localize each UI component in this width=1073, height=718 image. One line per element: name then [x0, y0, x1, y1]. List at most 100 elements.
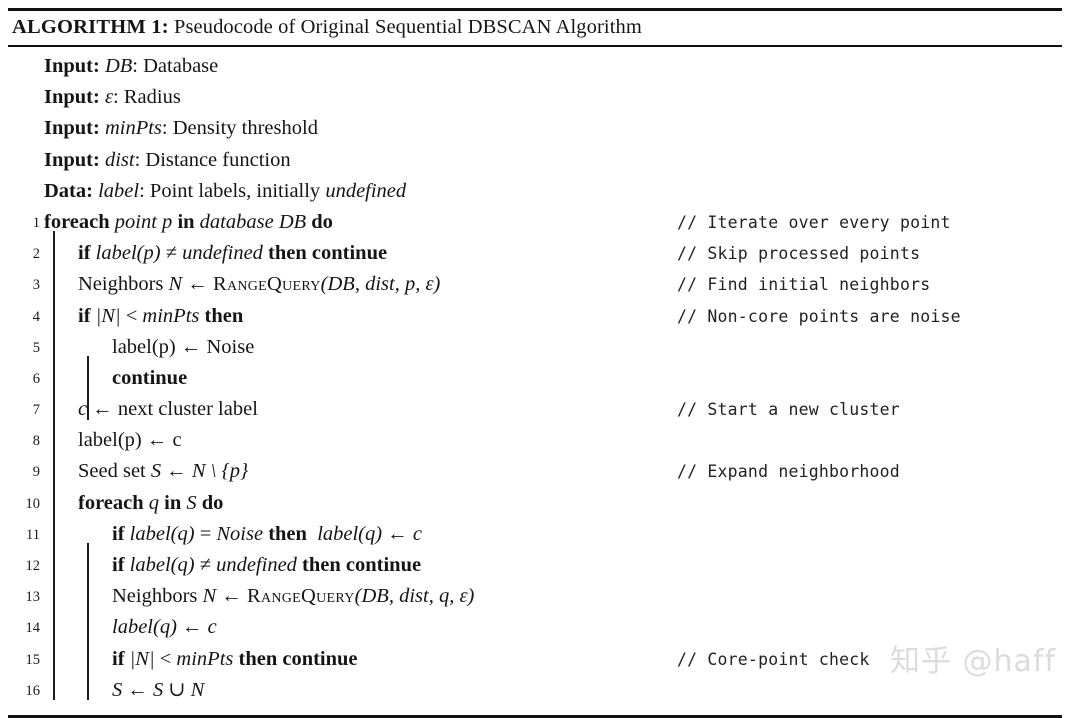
algorithm-caption: ALGORITHM 1: Pseudocode of Original Sequ…: [8, 11, 1062, 45]
code-line-6: 6 continue: [8, 363, 1062, 394]
val-noise: Noise: [206, 335, 255, 358]
expr-label-p: label(p): [78, 429, 142, 452]
code-line-4: 4 if |N| < minPts then // Non-core point…: [8, 301, 1062, 332]
preamble-var: ε: [104, 86, 114, 109]
line-number: 11: [26, 526, 40, 543]
expr-label-p: label(p): [112, 335, 176, 358]
line-number: 6: [32, 370, 40, 387]
code-line-5-text: label(p) ← Noise: [112, 332, 254, 363]
code-line-9-text: Seed set S ← N \ {p}: [78, 456, 248, 487]
line-number: 1: [32, 214, 40, 231]
var-N: N: [202, 585, 217, 608]
code-line-11: 11 if label(q) = Noise then label(q) ← c: [8, 519, 1062, 550]
code-line-5: 5 label(p) ← Noise: [8, 332, 1062, 363]
line-number: 15: [25, 651, 41, 668]
preamble-text-data-label: Data: label: Point labels, initially und…: [44, 176, 406, 207]
algorithm-caption-text: Pseudocode of Original Sequential DBSCAN…: [168, 16, 642, 38]
val-undefined: undefined: [182, 242, 263, 265]
kw-continue: continue: [112, 366, 188, 389]
preamble-desc: Density threshold: [172, 117, 318, 140]
preamble-keyword: Input:: [44, 86, 100, 109]
code-comment-15: // Core-point check: [677, 649, 870, 669]
algorithm-caption-label: ALGORITHM 1:: [12, 16, 169, 38]
indent-guide-level-2-if: [87, 356, 89, 420]
expr-S-union-N: S ∪ N: [153, 678, 205, 701]
preamble-desc: Point labels, initially: [149, 179, 326, 202]
line-number: 9: [32, 464, 40, 481]
code-line-13-text: Neighbors N ← RangeQuery(DB, dist, q, ε): [112, 581, 474, 612]
code-line-8: 8 label(p) ← c: [8, 425, 1062, 456]
preamble-line-data-label: Data: label: Point labels, initially und…: [8, 176, 1062, 207]
code-line-16-text: S ← S ∪ N: [112, 675, 204, 706]
line-number: 2: [32, 246, 40, 263]
expr-label-p: label(p): [95, 242, 161, 265]
preamble-text-input-minpts: Input: minPts: Density threshold: [44, 113, 318, 144]
text-neighbors: Neighbors: [112, 585, 203, 608]
val-c: c: [207, 616, 217, 639]
line-number: 16: [25, 682, 41, 699]
kw-foreach: foreach: [44, 210, 110, 233]
algorithm-float: ALGORITHM 1: Pseudocode of Original Sequ…: [8, 8, 1062, 718]
bottom-rule: [8, 714, 1062, 718]
code-line-12-text: if label(q) ≠ undefined then continue: [112, 550, 421, 581]
caption-rule: [8, 45, 1062, 47]
op-assign: ←: [221, 585, 242, 608]
text-neighbors: Neighbors: [78, 273, 169, 296]
var-S: S: [150, 460, 162, 483]
preamble-desc: Radius: [123, 86, 181, 109]
preamble-var: dist: [104, 148, 135, 171]
op-neq: ≠: [199, 554, 211, 576]
preamble-line-input-db: Input: DB: Database: [8, 51, 1062, 82]
preamble-text-input-db: Input: DB: Database: [44, 51, 218, 82]
indent-guide-level-1: [53, 231, 55, 700]
preamble-text-input-eps: Input: ε: Radius: [44, 82, 181, 113]
kw-then-continue: then continue: [238, 647, 358, 670]
op-assign: ←: [127, 678, 148, 701]
top-rule: [8, 8, 1062, 11]
preamble-keyword: Data:: [44, 179, 93, 202]
preamble-sep: :: [132, 55, 144, 77]
code-line-7-text: c ← next cluster label: [78, 394, 258, 425]
code-line-10-text: foreach q in S do: [78, 488, 223, 519]
var-c: c: [78, 398, 88, 421]
kw-then: then: [204, 304, 244, 327]
preamble-line-input-eps: Input: ε: Radius: [8, 82, 1062, 113]
code-line-16: 16 S ← S ∪ N: [8, 675, 1062, 706]
code-comment-2: // Skip processed points: [677, 244, 921, 264]
code-line-14: 14 label(q) ← c: [8, 612, 1062, 643]
kw-then-continue: then continue: [268, 242, 388, 265]
code-line-8-text: label(p) ← c: [78, 425, 182, 456]
kw-then: then: [268, 522, 307, 545]
kw-then-continue: then continue: [302, 554, 422, 576]
preamble-var: label: [98, 179, 140, 202]
preamble-keyword: Input:: [44, 55, 100, 77]
preamble-desc: Distance function: [145, 148, 291, 171]
preamble-var: DB: [104, 55, 133, 77]
code-line-9: 9 Seed set S ← N \ {p} // Expand neighbo…: [8, 456, 1062, 487]
preamble-sep: :: [161, 117, 173, 140]
line-number: 13: [25, 589, 41, 606]
code-line-6-text: continue: [112, 363, 187, 394]
kw-if: if: [112, 522, 125, 545]
preamble-keyword: Input:: [44, 117, 100, 140]
kw-do: do: [201, 491, 224, 514]
expr-label-q: label(q): [112, 616, 177, 639]
op-assign: ←: [187, 273, 208, 296]
preamble-line-input-minpts: Input: minPts: Density threshold: [8, 113, 1062, 144]
kw-in: in: [164, 491, 182, 514]
expr-N-minus-p: N \ {p}: [191, 460, 249, 483]
op-assign: ←: [182, 616, 203, 639]
val-undefined: undefined: [216, 554, 297, 576]
code-line-13: 13 Neighbors N ← RangeQuery(DB, dist, q,…: [8, 581, 1062, 612]
preamble-sep: :: [134, 148, 146, 171]
code-comment-7: // Start a new cluster: [677, 400, 900, 420]
code-line-1: 1 foreach point p in database DB do // I…: [8, 207, 1062, 238]
fn-args: (DB, dist, q, ε): [354, 585, 475, 608]
kw-if: if: [112, 647, 125, 670]
fn-args: (DB, dist, p, ε): [320, 273, 441, 296]
expr-label-q: label(q): [129, 522, 195, 545]
code-line-2: 2 if label(p) ≠ undefined then continue …: [8, 238, 1062, 269]
line-number: 8: [32, 433, 40, 450]
fn-rangequery: RangeQuery: [212, 273, 321, 296]
algorithm-body: Input: DB: Database Input: ε: Radius Inp…: [8, 47, 1062, 715]
